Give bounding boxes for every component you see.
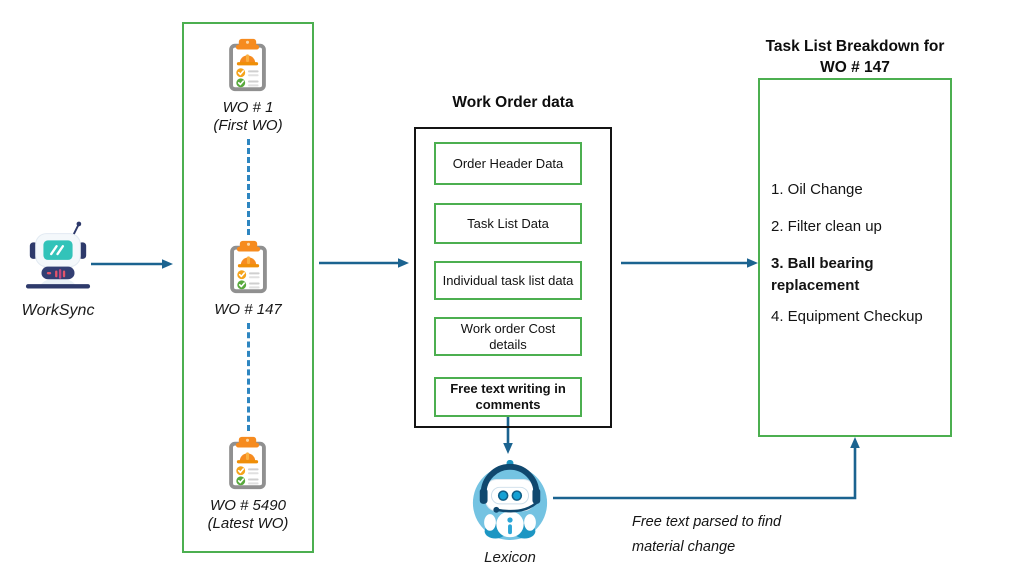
wo-note-label: (First WO) (213, 117, 283, 134)
work-order-data-title: Work Order data (452, 94, 574, 111)
task-item: 2. Filter clean up (771, 218, 882, 235)
wo-item-first: WO # 1 (First WO) (213, 37, 283, 135)
arrow-data-to-lexicon (503, 415, 513, 454)
annotation-text: Free text parsed to find material change (632, 514, 782, 555)
task-breakdown-panel: 1. Oil Change 2. Filter clean up 3. Ball… (758, 78, 952, 437)
worksync-robot-icon (25, 221, 91, 289)
task-item: 4. Equipment Checkup (771, 308, 923, 325)
wo-id-label: WO # 5490 (210, 497, 286, 514)
wo-id-label: WO # 147 (214, 301, 282, 318)
individual-task-list-data-box: Individual task list data (434, 261, 582, 300)
arrow-lexicon-to-breakdown (553, 437, 860, 500)
clipboard-icon (229, 240, 267, 294)
task-list-data-box: Task List Data (434, 203, 582, 244)
work-order-data-panel: Order Header Data Task List Data Individ… (414, 127, 612, 428)
dashed-connector (246, 323, 250, 431)
wo-list-panel: WO # 1 (First WO) (182, 22, 314, 553)
wo-item-latest: WO # 5490 (Latest WO) (207, 435, 289, 533)
task-item: 1. Oil Change (771, 181, 863, 198)
lexicon-chatbot-icon (472, 459, 548, 541)
clipboard-icon (229, 436, 267, 490)
arrow-worksync-to-wo-list (91, 259, 173, 269)
wo-id-label: WO # 1 (222, 99, 274, 116)
free-text-comments-box: Free text writing in comments (434, 377, 582, 417)
lexicon-label: Lexicon (484, 549, 536, 566)
clipboard-icon (229, 38, 267, 92)
arrow-data-to-breakdown (621, 258, 758, 268)
wo-note-label: (Latest WO) (207, 515, 289, 532)
work-order-cost-details-box: Work order Cost details (434, 317, 582, 356)
dashed-connector (246, 139, 250, 235)
order-header-data-box: Order Header Data (434, 142, 582, 185)
lexicon-node: Lexicon (468, 459, 552, 566)
task-breakdown-title: Task List Breakdown for WO # 147 (765, 38, 945, 76)
arrow-wo-list-to-data (319, 258, 409, 268)
task-item: 3. Ball bearing replacement (771, 255, 874, 294)
worksync-node: WorkSync (10, 221, 106, 320)
wo-item-147: WO # 147 (214, 239, 282, 319)
worksync-label: WorkSync (21, 302, 95, 319)
